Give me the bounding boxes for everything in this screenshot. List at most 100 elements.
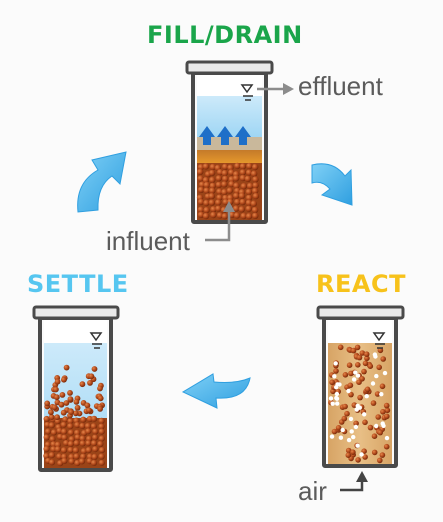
air-bubble	[346, 388, 351, 394]
sludge-granule	[48, 422, 55, 429]
air-bubble	[351, 434, 356, 440]
sludge-granule	[246, 182, 254, 190]
sludge-granule	[252, 163, 259, 171]
air-bubble	[338, 435, 344, 440]
sludge-granule	[85, 440, 92, 447]
air-bubble	[353, 424, 359, 430]
sludge-granule	[359, 350, 366, 356]
sludge-granule	[48, 452, 56, 459]
sludge-granule	[56, 427, 63, 434]
sludge-granule	[361, 368, 367, 375]
sludge-granule	[44, 400, 51, 407]
sludge-granule	[216, 212, 224, 219]
sludge-granule	[215, 175, 223, 182]
sludge-granule	[245, 213, 253, 220]
sludge-granule	[228, 211, 236, 218]
sludge-granule	[374, 391, 381, 397]
sludge-granule	[203, 181, 210, 189]
air-bubble	[381, 423, 386, 428]
sludge-granule	[342, 403, 348, 410]
sludge-granule	[233, 192, 240, 199]
sludge-granule	[92, 434, 99, 441]
sludge-granule	[208, 199, 216, 206]
sludge-granule	[234, 198, 241, 206]
sludge-granule	[233, 205, 240, 212]
air-bubble	[333, 361, 338, 366]
sludge-granule	[98, 423, 105, 430]
sludge-granule	[347, 382, 354, 389]
sludge-granule	[350, 449, 356, 456]
sludge-granule	[252, 212, 259, 219]
sludge-granule	[67, 418, 74, 425]
air-bubble	[373, 354, 378, 359]
sludge-granule	[202, 176, 210, 184]
sludge-granule	[383, 402, 390, 409]
sludge-granule	[234, 187, 241, 195]
sludge-granule	[377, 347, 384, 354]
sludge-granule	[63, 364, 70, 371]
sludge-granule	[91, 440, 98, 447]
sludge-granule	[362, 454, 368, 460]
sludge-granule	[370, 400, 377, 406]
air-bubble	[330, 401, 335, 406]
sludge-granule	[80, 448, 87, 455]
sludge-granule	[74, 434, 81, 441]
sludge-granule	[251, 206, 259, 214]
sludge-granule	[61, 434, 68, 441]
sludge-granule	[74, 421, 81, 429]
sludge-granule	[252, 182, 259, 189]
sludge-granule	[337, 344, 344, 351]
water-level-icon	[372, 332, 386, 349]
sludge-granule	[245, 199, 253, 206]
sludge-granule	[63, 400, 70, 406]
sludge-granule	[215, 199, 222, 206]
sludge-granule	[197, 175, 204, 182]
sludge-granule	[209, 187, 216, 194]
sludge-granule	[98, 435, 105, 442]
sludge-granule	[51, 404, 58, 411]
sludge-granule	[79, 381, 86, 388]
sludge-granule	[377, 429, 384, 436]
sludge-granule	[221, 181, 228, 188]
sludge-granule	[97, 440, 104, 448]
sludge-granule	[353, 420, 359, 427]
air-bubble	[328, 396, 334, 401]
sludge-granule	[232, 175, 240, 182]
sludge-granule	[98, 428, 105, 435]
sludge-granule	[67, 396, 74, 402]
sludge-granule	[72, 410, 79, 417]
sludge-granule	[54, 446, 62, 453]
water-level-icon	[89, 332, 103, 349]
sludge-granule	[203, 199, 210, 207]
air-bubble	[334, 391, 340, 397]
sludge-granule	[329, 379, 335, 386]
up-arrow-icon	[199, 126, 251, 145]
sludge-granule	[362, 360, 369, 367]
sludge-granule	[43, 415, 50, 423]
sludge-granule	[345, 447, 352, 454]
sludge-granule	[252, 176, 259, 183]
sludge-granule	[222, 163, 229, 170]
sludge-granule	[202, 163, 210, 170]
sludge-granule	[203, 187, 210, 194]
air-pointer	[340, 471, 368, 492]
air-bubble	[354, 407, 359, 412]
air-bubble	[362, 412, 367, 417]
sludge-granule	[79, 440, 86, 447]
effluent-label: effluent	[298, 71, 383, 101]
sludge-granule	[379, 383, 386, 390]
react-reactor	[316, 305, 405, 468]
air-bubble	[329, 434, 335, 439]
sludge-granule	[67, 423, 74, 430]
sludge-granule	[54, 441, 62, 448]
sludge-granule	[92, 446, 99, 453]
air-bubble	[384, 435, 390, 441]
sludge-granule	[197, 206, 205, 213]
react-mixed-sludge	[328, 344, 391, 464]
air-bubble	[382, 370, 388, 376]
sludge-granule	[88, 373, 95, 380]
sludge-granule	[376, 364, 383, 371]
sludge-granule	[239, 163, 247, 170]
sludge-granule	[357, 394, 363, 401]
sludge-granule	[68, 409, 74, 415]
